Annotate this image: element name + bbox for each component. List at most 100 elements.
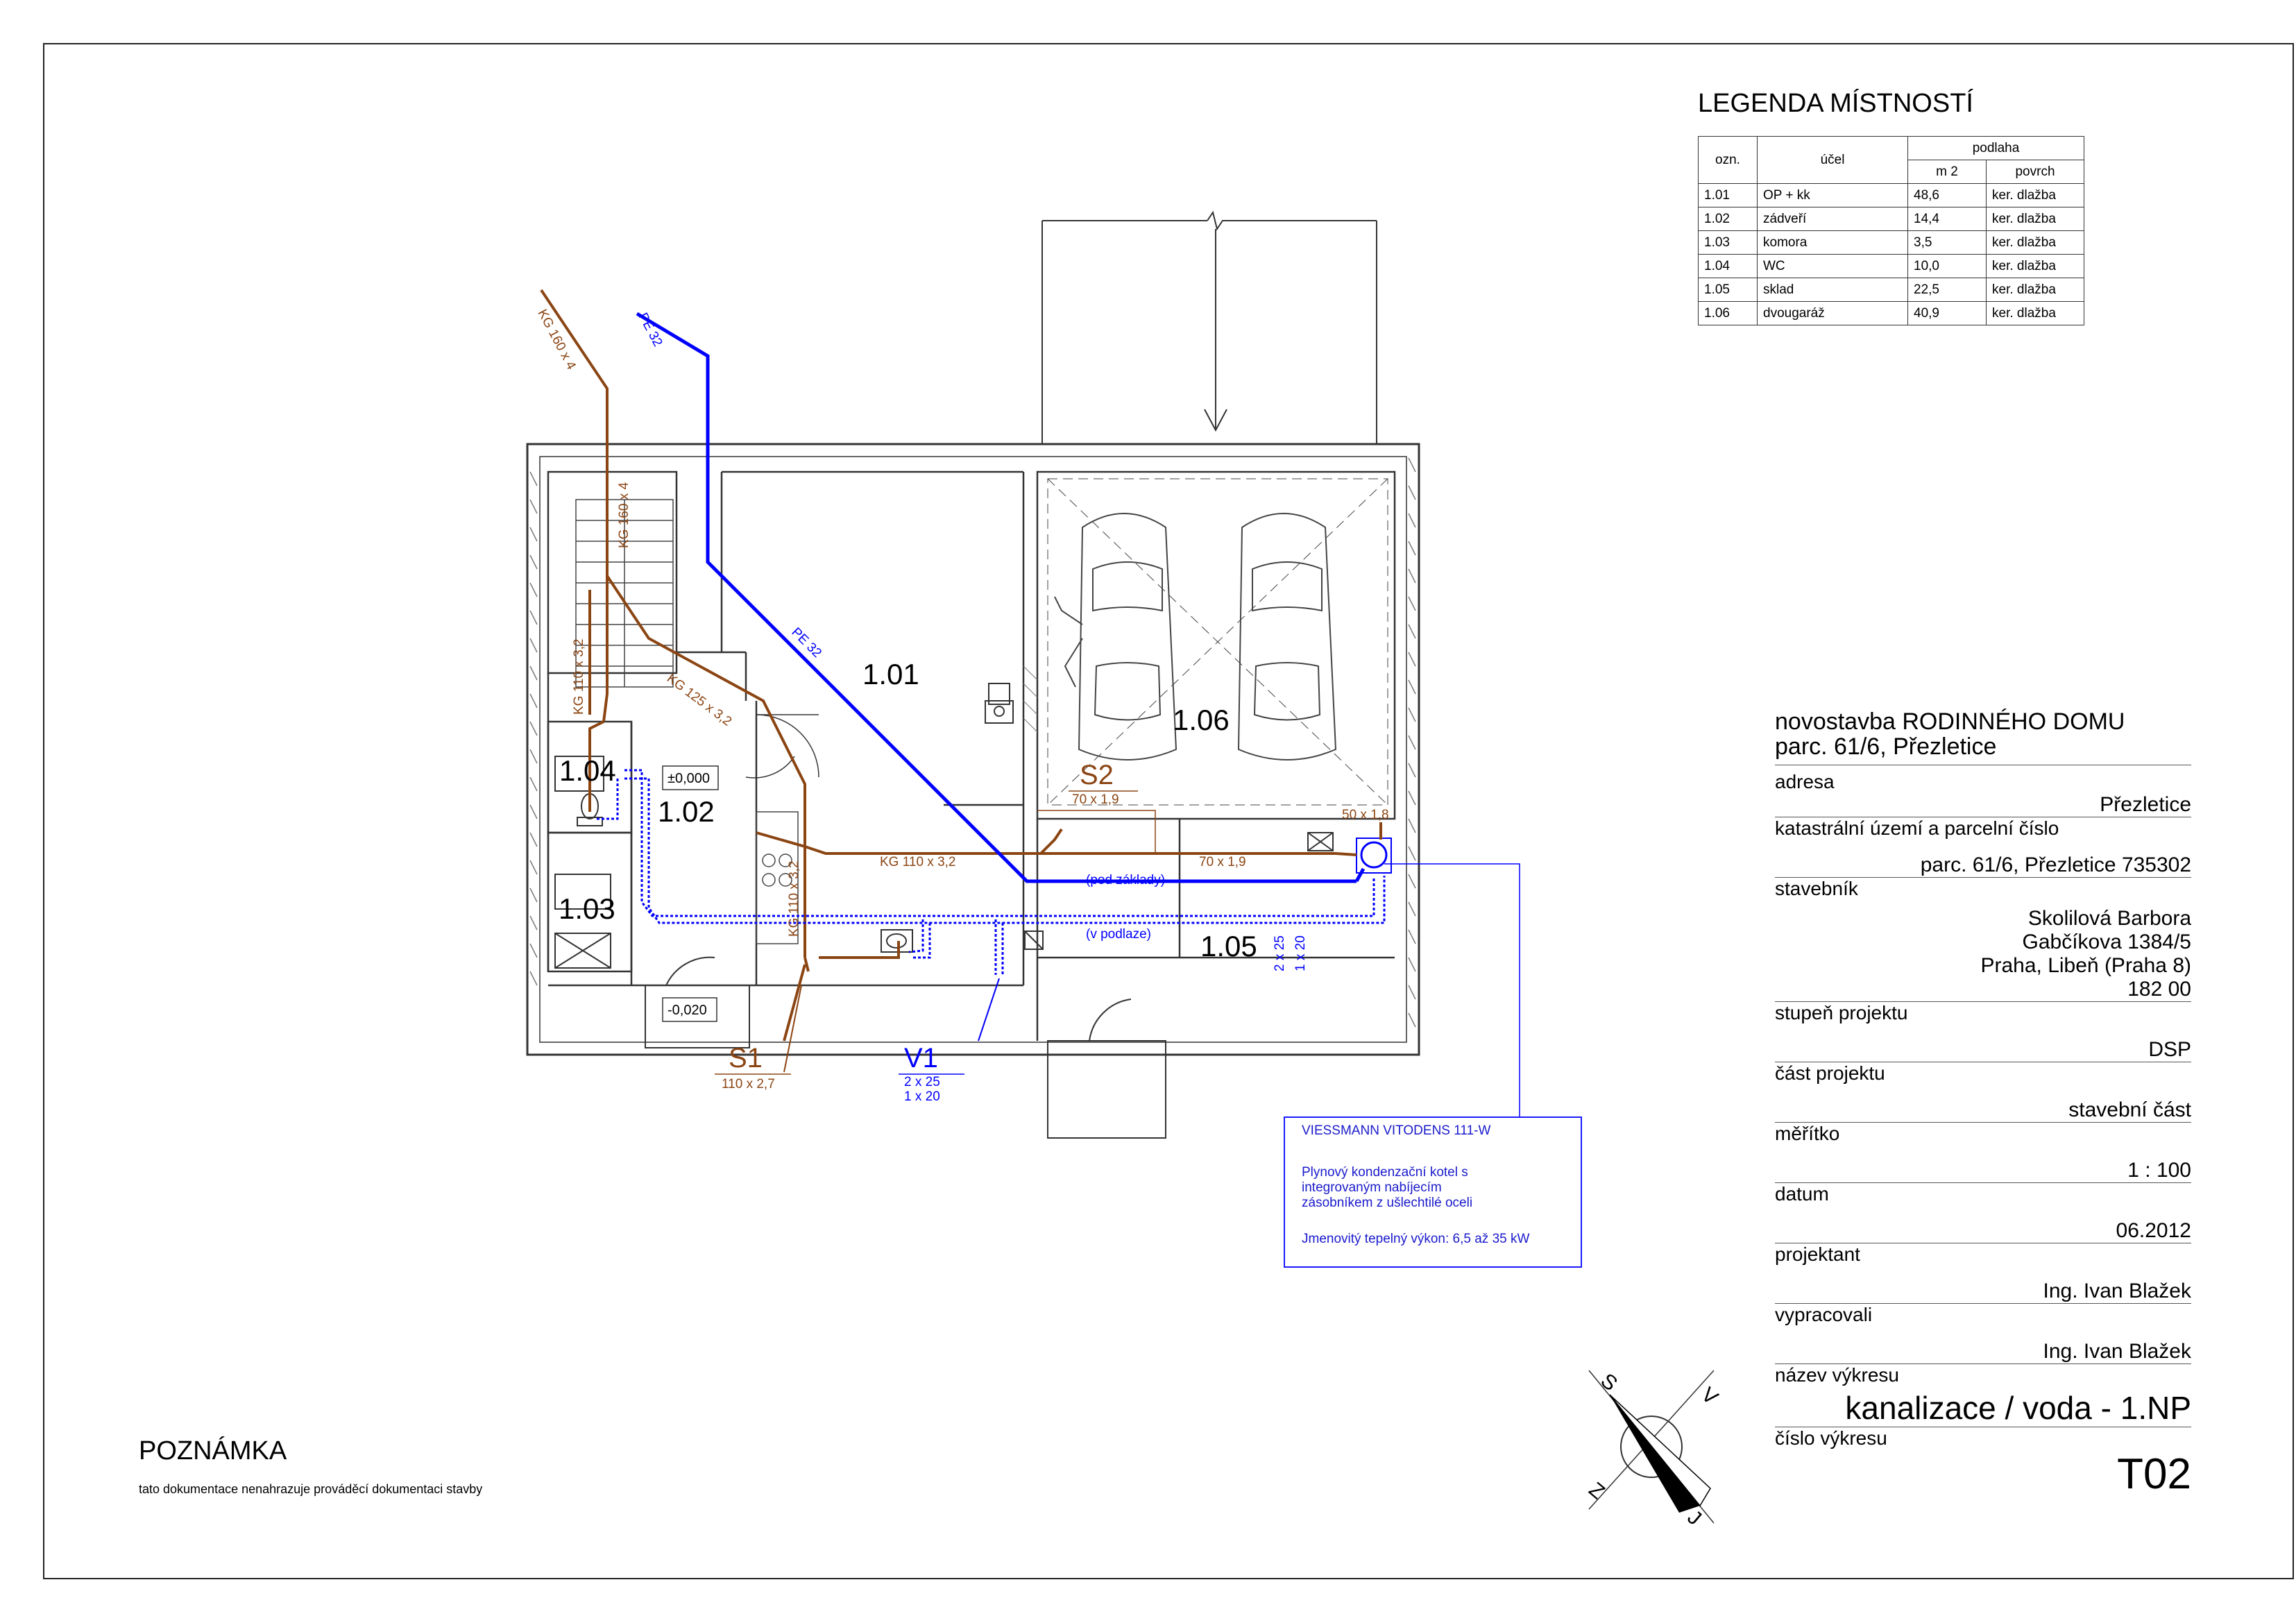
drawing-frame [43,43,2294,1579]
stupen-label: stupeň projektu [1775,1002,1908,1023]
room-legend-table: ozn. účel podlaha m 2 povrch 1.01 OP + k… [1698,136,2084,325]
level-markers: ±0,000 -0,020 [662,765,719,1022]
legend-m2: 10,0 [1907,254,1987,278]
room-105-label: 1.05 [1200,930,1257,962]
legend-ucel: sklad [1757,278,1908,302]
table-row: 1.06 dvougaráž 40,9 ker. dlažba [1698,301,2084,325]
legend-header-ucel: účel [1757,136,1908,184]
s2-tag: S2 [1080,760,1114,790]
room-106-label: 1.06 [1173,704,1230,736]
cislo-label: číslo výkresu [1775,1427,1887,1449]
v1-leader [978,978,1000,1042]
level-minus: -0,020 [667,1003,707,1018]
kg160-label-a: KG 160 x 4 [535,307,579,372]
pipe-70-label: 70 x 1,9 [1199,855,1246,869]
legend-m2: 3,5 [1907,230,1987,255]
table-row: 1.01 OP + kk 48,6 ker. dlažba [1698,183,2084,207]
tb-stupen: stupeň projektu DSP [1775,1002,2191,1062]
stavebnik-value-1: Skolilová Barbora [2027,907,2191,930]
legend-m2: 14,4 [1907,207,1987,231]
legend-povrch: ker. dlažba [1986,254,2084,278]
legend-ucel: zádveří [1757,207,1908,231]
external-walls [526,443,1420,1056]
boiler-info-box: VIESSMANN VITODENS 111-W Plynový kondenz… [1284,1116,1582,1268]
legend-povrch: ker. dlažba [1986,230,2084,255]
wall-insulation [529,457,1416,1028]
tb-cast: část projektu stavební část [1775,1062,2191,1123]
drawing-number: T02 [2117,1450,2191,1498]
project-name: novostavba RODINNÉHO DOMU parc. 61/6, Př… [1775,709,2191,765]
pod-zaklady-label: (pod základy) [1086,873,1165,887]
legend-ucel: dvougaráž [1757,301,1908,325]
stavebnik-value-2: Gabčíkova 1384/5 [2022,931,2191,953]
water-pipes [636,312,1366,883]
tb-meritko: měřítko 1 : 100 [1775,1123,2191,1183]
pipe-1x20-label: 1 x 20 [1293,935,1308,971]
legend-header-m2: m 2 [1907,160,1987,184]
table-row: 1.04 WC 10,0 ker. dlažba [1698,254,2084,278]
legend-ozn: 1.04 [1698,254,1758,278]
tb-datum: datum 06.2012 [1775,1183,2191,1243]
meritko-label: měřítko [1775,1123,1840,1144]
legend-m2: 48,6 [1907,183,1987,207]
drawing-name: kanalizace / voda - 1.NP [1845,1390,2191,1426]
boiler-desc-1: Plynový kondenzační kotel s [1302,1165,1468,1180]
sewer-pipes [540,289,1382,1042]
nazev-label: název výkresu [1775,1364,1899,1386]
project-line-2: parc. 61/6, Přezletice [1775,733,1997,760]
boiler-symbol [1356,838,1392,874]
legend-subheader-row: m 2 povrch [1699,160,2084,184]
katastr-label: katastrální území a parcelní číslo [1775,817,2059,839]
compass-v: V [1697,1383,1723,1409]
legend-m2: 22,5 [1907,278,1987,302]
katastr-value: parc. 61/6, Přezletice 735302 [1920,853,2191,876]
legend-povrch: ker. dlažba [1986,207,2084,231]
project-line-1: novostavba RODINNÉHO DOMU [1775,708,2125,735]
title-block: novostavba RODINNÉHO DOMU parc. 61/6, Př… [1775,709,2191,1499]
cast-value: stavební část [2068,1098,2191,1121]
tb-nazev: název výkresu kanalizace / voda - 1.NP [1775,1364,2191,1427]
stavebnik-value-3: Praha, Libeň (Praha 8) [1980,954,2191,977]
table-row: 1.02 zádveří 14,4 ker. dlažba [1698,207,2084,231]
compass: S V Z J [1585,1369,1723,1530]
note-title: POZNÁMKA [139,1436,287,1465]
legend-ucel: WC [1757,254,1908,278]
pipe-2x25-label: 2 x 25 [1273,935,1287,971]
legend-povrch: ker. dlažba [1986,278,2084,302]
kg110-label-c: KG 110 x 3,2 [880,855,956,869]
projektant-value: Ing. Ivan Blažek [2043,1280,2191,1302]
legend-header-row: ozn. účel podlaha [1698,136,2084,184]
kitchen-counter [756,811,799,944]
datum-label: datum [1775,1183,1829,1205]
level-zero: ±0,000 [667,771,710,786]
legend-ucel: OP + kk [1757,183,1908,207]
stavebnik-value-4: 182 00 [2127,978,2191,1001]
adresa-label: adresa [1775,771,1835,792]
legend-povrch: ker. dlažba [1986,301,2084,325]
legend-header-podlaha: podlaha [1907,136,2084,160]
legend-ozn: 1.02 [1698,207,1758,231]
pipe-tags: S1 110 x 2,7 S2 70 x 1,9 V1 2 x 25 1 x 2… [722,760,1119,1104]
water-distribution [597,769,1386,975]
s2-dim: 70 x 1,9 [1072,792,1119,807]
tag-underlines [715,790,1138,1075]
stavebnik-label: stavebník [1775,878,1858,899]
cast-label: část projektu [1775,1062,1885,1084]
room-101-label: 1.01 [862,658,919,690]
sanitary-fixtures [554,683,1044,969]
legend-povrch: ker. dlažba [1986,183,2084,207]
adresa-value: Přezletice [2100,793,2191,816]
note-text: tato dokumentace nenahrazuje prováděcí d… [139,1482,483,1496]
table-row: 1.03 komora 3,5 ker. dlažba [1698,230,2084,255]
kg110-label-b: KG 110 x 3,2 [787,861,801,937]
compass-s: S [1597,1369,1622,1395]
tb-projektant: projektant Ing. Ivan Blažek [1775,1243,2191,1304]
legend-header-povrch: povrch [1986,160,2084,184]
legend-header-ozn: ozn. [1698,136,1758,184]
garage-cars [1047,478,1388,806]
projektant-label: projektant [1775,1243,1860,1265]
s2-leader [1037,810,1156,853]
s1-dim: 110 x 2,7 [722,1077,775,1091]
room-labels: 1.01 1.02 1.03 1.04 1.05 1.06 [559,658,1257,962]
internal-walls [547,470,1396,1041]
